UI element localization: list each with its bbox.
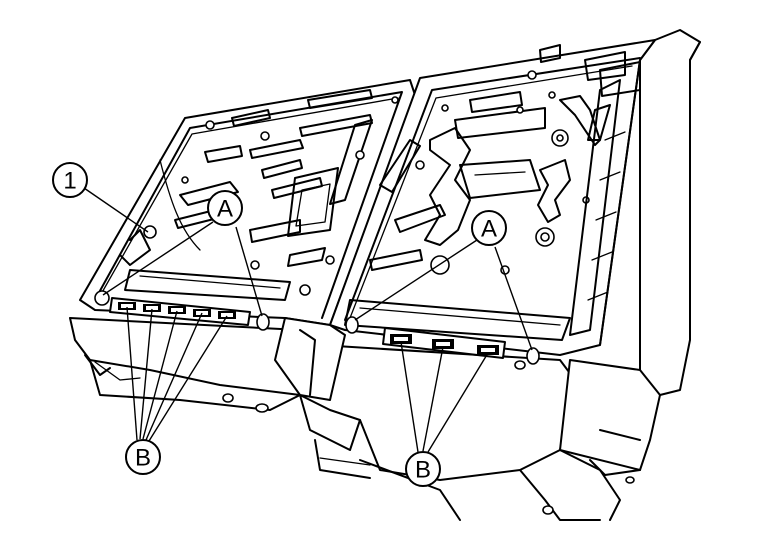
right-clip-row xyxy=(382,327,506,359)
callout-a-right: A xyxy=(471,210,507,246)
callout-1: 1 xyxy=(52,162,88,198)
right-mounting-holes xyxy=(345,316,540,365)
svg-text:B: B xyxy=(135,445,151,472)
leader-lines xyxy=(83,187,533,453)
svg-text:B: B xyxy=(415,457,431,484)
center-post xyxy=(274,317,346,401)
callout-b-right: B xyxy=(405,451,441,487)
left-mounting-holes xyxy=(94,290,270,331)
right-frame-panel xyxy=(329,39,656,356)
svg-text:A: A xyxy=(217,196,233,223)
left-frame-panel xyxy=(79,79,416,326)
right-side-support xyxy=(559,29,701,484)
svg-text:1: 1 xyxy=(63,168,76,195)
callout-a-left: A xyxy=(207,190,243,226)
callout-b-left: B xyxy=(125,439,161,475)
svg-text:A: A xyxy=(481,216,497,243)
